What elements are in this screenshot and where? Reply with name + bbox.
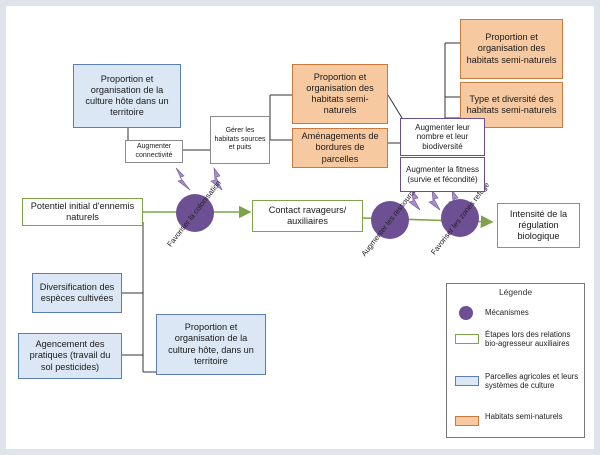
lightning-icon (408, 188, 421, 211)
legend-label: Habitats semi-naturels (485, 412, 563, 421)
box-intensite-regulation: Intensité de la régulation biologique (497, 203, 580, 248)
box-contact-ravageurs: Contact ravageurs/ auxiliaires (252, 200, 363, 232)
lightning-icon (175, 167, 191, 191)
legend-label: Étapes lors des relations bio-agresseur … (485, 330, 571, 349)
legend-label: Parcelles agricoles et leurs systèmes de… (485, 372, 579, 391)
box-diversification-especes: Diversification des espèces cultivées (32, 273, 122, 313)
mechanism-label-ressources: Augmenter les ressources (359, 183, 421, 258)
lightning-icon (210, 166, 223, 191)
box-potentiel-ennemis: Potentiel initial d'ennemis naturels (22, 198, 143, 226)
legend-label: Mécanismes (485, 308, 529, 317)
box-culture-hote-territoire: Proportion et organisation de la culture… (73, 64, 181, 128)
mechanism-circle-refuge (441, 199, 479, 237)
box-culture-hote-territoire-bottom: Proportion et organisation de la culture… (156, 314, 266, 375)
box-augmenter-nombre: Augmenter leur nombre et leur biodiversi… (400, 118, 485, 156)
legend-title: Légende (498, 287, 533, 297)
mechanism-label-colonisation: Favoriser la colonisation (165, 178, 223, 248)
legend-mechanism-swatch (459, 306, 473, 320)
mechanism-circle-ressources (371, 201, 409, 239)
lightning-icon (428, 188, 441, 211)
box-habitats-semi-naturels-top: Proportion et organisation des habitats … (460, 19, 563, 79)
box-gerer-habitats: Gérer les habitats sources et puits (210, 116, 270, 164)
legend: Légende Mécanismes Étapes lors des relat… (446, 283, 585, 438)
legend-green-swatch (455, 334, 479, 344)
box-augmenter-connectivite: Augmenter connectivité (125, 140, 183, 163)
box-habitats-semi-naturels-mid: Proportion et organisation des habitats … (292, 64, 388, 124)
legend-orange-swatch (455, 416, 479, 426)
box-augmenter-fitness: Augmenter la fitness (survie et fécondit… (400, 157, 485, 192)
legend-blue-swatch (455, 376, 479, 386)
box-amenagements-bordures: Aménagements de bordures de parcelles (292, 128, 388, 168)
mechanism-circle-colonisation (176, 194, 214, 232)
box-agencement-pratiques: Agencement des pratiques (travail du sol… (18, 333, 122, 379)
